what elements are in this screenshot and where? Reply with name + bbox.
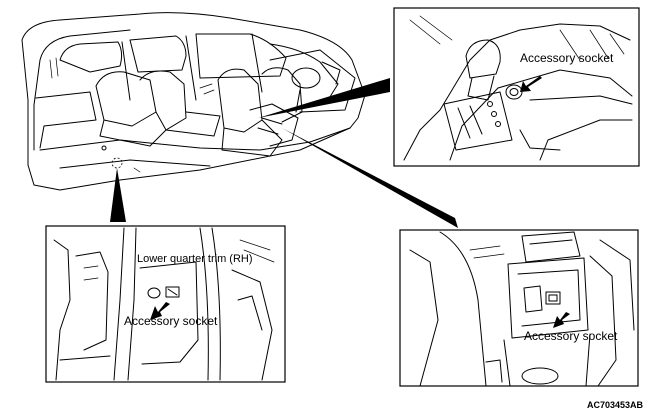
vehicle-interior-view: [21, 12, 366, 191]
inset-quarter-trim: Lower quarter trim (RH) Accessory socket: [45, 225, 286, 383]
arrow-icon: [553, 312, 570, 328]
callout-lower-quarter-trim: Lower quarter trim (RH): [137, 253, 253, 265]
figure-code: AC703453AB: [587, 400, 644, 410]
leader-to-quarter-trim: [110, 168, 126, 222]
callout-accessory-socket-console: Accessory socket: [524, 329, 618, 343]
arrow-icon: [520, 76, 542, 92]
inset-shifter: Accessory socket: [393, 7, 640, 167]
callout-accessory-socket-shifter: Accessory socket: [520, 51, 614, 65]
inset-center-console: Accessory socket: [399, 229, 639, 387]
arrow-icon: [150, 302, 170, 320]
leader-to-shifter: [258, 78, 390, 118]
callout-accessory-socket-quarter: Accessory socket: [124, 314, 218, 328]
leader-to-console: [282, 128, 458, 228]
